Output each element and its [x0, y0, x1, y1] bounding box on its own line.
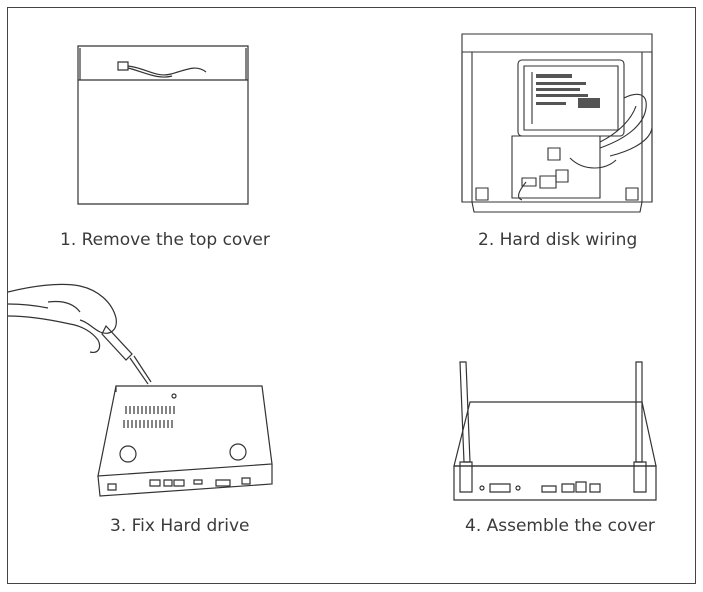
step-4-caption: 4. Assemble the cover: [465, 516, 655, 536]
assemble-cover-illustration: [446, 358, 662, 506]
nvr-box-top-cover-illustration: [76, 44, 252, 208]
step-1-caption: 1. Remove the top cover: [60, 230, 270, 250]
fix-hard-drive-illustration: [8, 282, 278, 506]
step-2-caption: 2. Hard disk wiring: [478, 230, 638, 250]
diagram-frame: [7, 7, 696, 584]
hard-disk-wiring-illustration: [460, 32, 656, 214]
step-3-caption: 3. Fix Hard drive: [110, 516, 250, 536]
